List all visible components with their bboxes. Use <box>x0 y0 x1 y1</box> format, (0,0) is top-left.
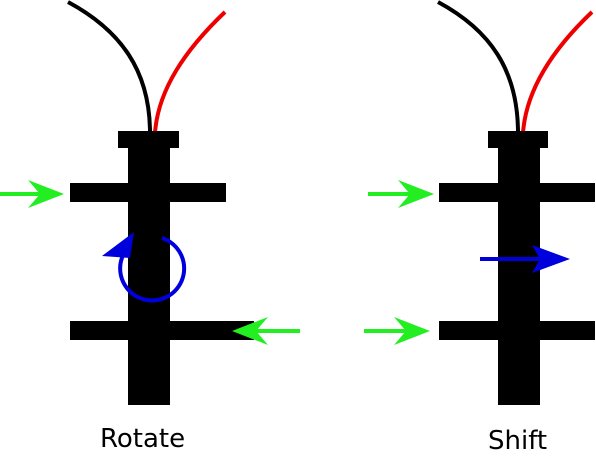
right-arrow-icon <box>480 245 570 273</box>
shift-panel <box>364 0 595 405</box>
black-wire <box>67 0 152 134</box>
black-wire <box>437 0 520 134</box>
cap <box>488 131 548 148</box>
force-arrow <box>364 317 430 345</box>
rotate-label: Rotate <box>100 424 186 454</box>
red-wire <box>153 10 227 134</box>
component-body <box>439 131 595 405</box>
lower-crossbar <box>70 321 254 340</box>
shift-label: Shift <box>488 426 548 456</box>
cap <box>118 131 179 148</box>
force-arrow <box>232 317 300 345</box>
red-wire <box>521 10 594 134</box>
circular-arrow-icon <box>102 232 187 303</box>
upper-crossbar <box>439 183 595 202</box>
lower-crossbar <box>439 321 595 340</box>
force-arrow <box>368 180 434 208</box>
force-arrow <box>0 180 64 208</box>
component-body <box>70 131 254 405</box>
upper-crossbar <box>70 183 226 202</box>
rotate-panel <box>0 0 300 405</box>
